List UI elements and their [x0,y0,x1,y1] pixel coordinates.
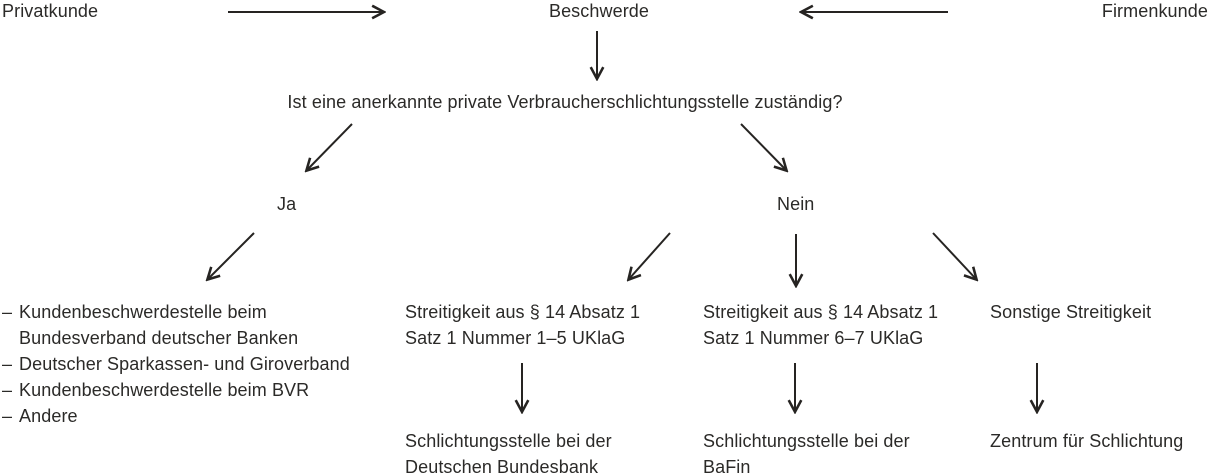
list-item: Bundesverband deutscher Banken [2,325,350,351]
list-dash [2,325,19,351]
result-line: Schlichtungsstelle bei der [703,431,910,451]
arrow-question-to-nein-icon [740,123,786,170]
decision-nein-label: Nein [777,194,815,214]
node-firmenkunde: Firmenkunde [1101,1,1208,21]
node-zentrum-schlichtung: Zentrum für Schlichtung [990,428,1183,454]
condition-line: Streitigkeit aus § 14 Absatz 1 [703,302,939,322]
node-beschwerde: Beschwerde [548,1,650,21]
node-bafin: Schlichtungsstelle bei der BaFin [703,428,910,475]
list-dash: – [2,406,13,426]
question-label: Ist eine anerkannte private Verbrauchers… [287,92,843,112]
result-line: BaFin [703,457,751,475]
arrow-ja-to-liste-icon [208,232,255,279]
arrow-nein-to-sonstige-icon [932,232,976,279]
list-item: – Andere [2,403,350,429]
condition-line: Satz 1 Nummer 6–7 UKlaG [703,328,924,348]
list-item-text: Bundesverband deutscher Banken [19,328,299,348]
result-line: Zentrum für Schlichtung [990,431,1184,451]
condition-line: Streitigkeit aus § 14 Absatz 1 [405,302,641,322]
arrow-question-to-ja-icon [307,123,353,170]
list-item: – Kundenbeschwerdestelle beim [2,299,350,325]
list-dash: – [2,380,13,400]
condition-line: Sonstige Streitigkeit [990,302,1152,322]
result-line: Schlichtungsstelle bei der [405,431,612,451]
result-line: Deutschen Bundesbank [405,457,599,475]
list-item-text: Andere [19,406,78,426]
list-item-text: Deutscher Sparkassen- und Giroverband [19,354,350,374]
node-privatkunde: Privatkunde [2,1,99,21]
list-dash: – [2,354,13,374]
node-sonstige-streitigkeit: Sonstige Streitigkeit [990,299,1151,325]
node-streitigkeit-1-5: Streitigkeit aus § 14 Absatz 1 Satz 1 Nu… [405,299,640,351]
ja-options-list: – Kundenbeschwerdestelle beim Bundesverb… [2,299,350,429]
decision-ja-label: Ja [277,194,297,214]
condition-line: Satz 1 Nummer 1–5 UKlaG [405,328,626,348]
list-item-text: Kundenbeschwerdestelle beim [19,302,267,322]
arrow-nein-to-streitigkeit-1-5-icon [629,232,671,279]
list-item: – Deutscher Sparkassen- und Giroverband [2,351,350,377]
node-bundesbank: Schlichtungsstelle bei der Deutschen Bun… [405,428,612,475]
node-streitigkeit-6-7: Streitigkeit aus § 14 Absatz 1 Satz 1 Nu… [703,299,938,351]
list-item-text: Kundenbeschwerdestelle beim BVR [19,380,310,400]
list-item: – Kundenbeschwerdestelle beim BVR [2,377,350,403]
list-dash: – [2,302,13,322]
